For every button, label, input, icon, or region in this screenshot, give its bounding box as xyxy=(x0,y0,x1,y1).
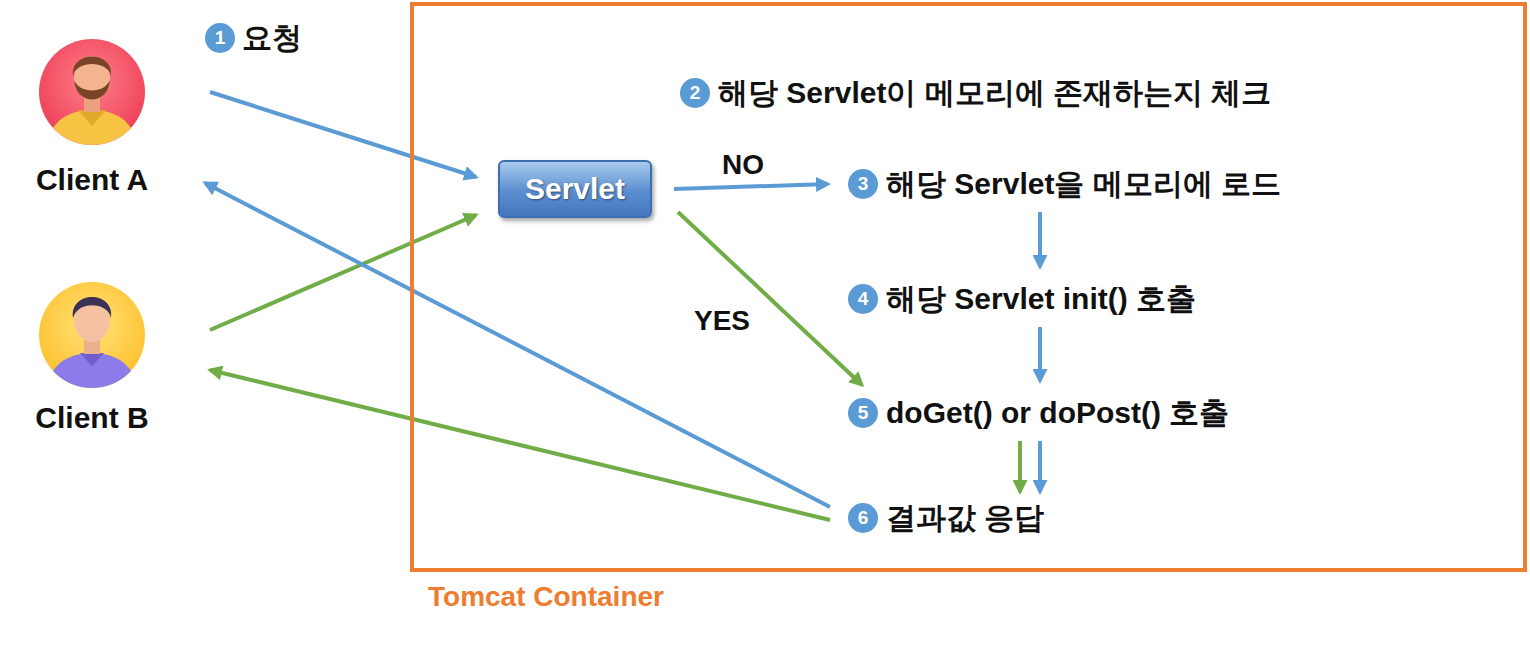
connector-arrow xyxy=(210,215,476,330)
step-number: 3 xyxy=(848,169,878,199)
servlet-box: Servlet xyxy=(498,160,652,218)
shirt xyxy=(46,353,138,393)
connector-arrow xyxy=(210,92,476,177)
callout-number: 2 xyxy=(680,78,710,108)
servlet-label: Servlet xyxy=(525,171,625,207)
connector-arrow xyxy=(678,212,862,385)
step-text: 결과값 응답 xyxy=(886,500,1044,536)
container-label: Tomcat Container xyxy=(428,580,664,614)
connector-arrow xyxy=(210,370,830,520)
step-node: 5 doGet() or doPost() 호출 xyxy=(848,395,1229,431)
client-icon xyxy=(39,282,145,393)
connector-arrow xyxy=(1038,441,1042,492)
client-icon xyxy=(39,39,145,150)
step-number: 6 xyxy=(848,503,878,533)
connector-arrow xyxy=(1038,212,1042,267)
client-label: Client A xyxy=(20,162,164,198)
hoodie-collar xyxy=(78,110,106,126)
connector-arrow xyxy=(674,184,828,189)
step-text: 요청 xyxy=(242,20,302,56)
client-node: Client A xyxy=(20,36,164,198)
person-figure xyxy=(46,297,138,393)
client-label: Client B xyxy=(20,400,164,436)
beard xyxy=(74,80,110,100)
step-number: 4 xyxy=(848,284,878,314)
step-text: 해당 Servlet init() 호출 xyxy=(886,281,1196,317)
hair xyxy=(73,297,111,318)
step-node: 4 해당 Servlet init() 호출 xyxy=(848,281,1196,317)
callout-number: 1 xyxy=(205,23,235,53)
hoodie xyxy=(46,110,138,150)
edge-label: YES xyxy=(691,305,753,337)
shirt-collar xyxy=(80,353,104,366)
client-node: Client B xyxy=(20,280,164,436)
step-number: 5 xyxy=(848,398,878,428)
connector-arrow xyxy=(1018,441,1022,492)
connector-arrow xyxy=(1038,327,1042,381)
person-figure xyxy=(46,56,138,150)
step-text: 해당 Servlet이 메모리에 존재하는지 체크 xyxy=(718,75,1271,111)
step-node: 3 해당 Servlet을 메모리에 로드 xyxy=(848,166,1281,202)
step-text: doGet() or doPost() 호출 xyxy=(886,395,1229,431)
edge-label: NO xyxy=(719,149,767,181)
hair xyxy=(73,57,111,77)
step-node: 6 결과값 응답 xyxy=(848,500,1044,536)
connector-arrow xyxy=(205,183,830,507)
step-text: 해당 Servlet을 메모리에 로드 xyxy=(886,166,1281,202)
